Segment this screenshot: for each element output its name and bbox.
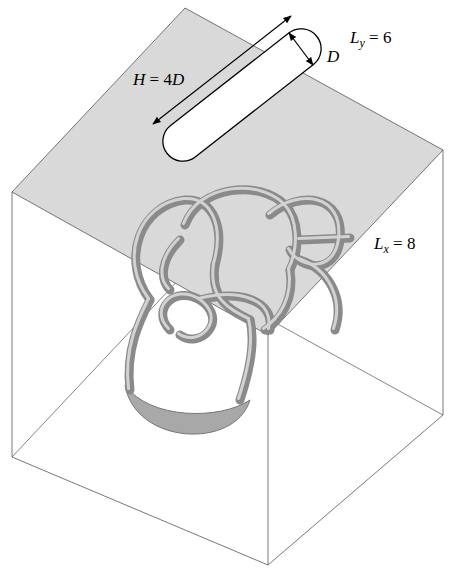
- box-hidden-edges: [12, 8, 443, 457]
- dimension-label: D: [327, 47, 339, 67]
- stadium-slot: [155, 21, 329, 169]
- dimension-label: H = 4D: [133, 70, 184, 90]
- dimension-arrow: [289, 33, 313, 65]
- box-edges: [12, 150, 443, 565]
- top-face: [12, 8, 443, 335]
- vortex-tubes: [125, 188, 350, 434]
- dimension-label: Lx = 8: [374, 234, 415, 254]
- dimension-label: Ly = 6: [350, 28, 391, 48]
- dimension-arrow: [153, 16, 291, 124]
